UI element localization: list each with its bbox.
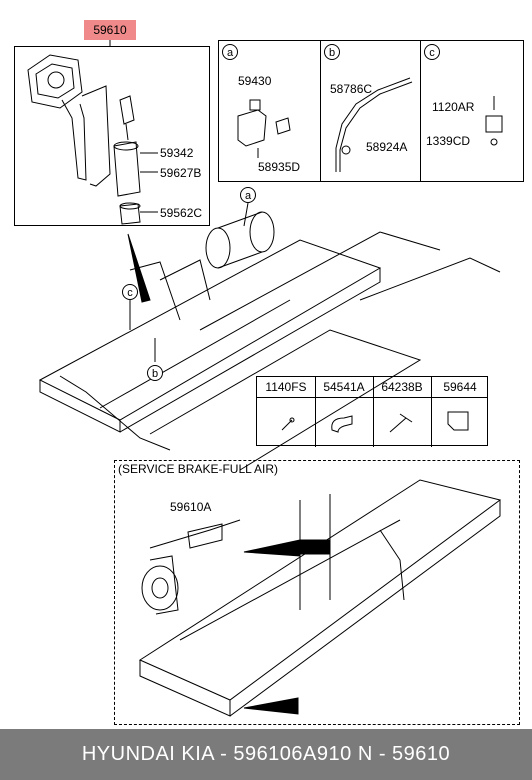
valve-assembly-sketch (27, 54, 158, 225)
inset-tag-a: a (222, 44, 238, 60)
air-tank-sketch (205, 211, 275, 269)
part-label-59342: 59342 (160, 146, 194, 160)
part-label-59610a: 59610A (170, 500, 212, 514)
inset-tag-b: b (324, 44, 340, 60)
chassis-frame (38, 231, 501, 471)
table-header-cell: 64238B (381, 380, 423, 394)
part-label-59627b: 59627B (160, 166, 202, 180)
part-label-1339cd: 1339CD (426, 134, 471, 148)
table-header-cell: 1140FS (265, 380, 307, 394)
inset-box (218, 40, 524, 182)
inset-divider (320, 40, 321, 182)
footer-part-number: HYUNDAI KIA - 596106A910 N - 59610 (0, 729, 532, 780)
callout-c: c (122, 284, 138, 300)
part-label-58786c: 58786C (330, 82, 373, 96)
small-parts-table: 1140FS 54541A 64238B 59644 (256, 376, 488, 447)
part-label-1120ar: 1120AR (432, 100, 475, 114)
inset-a-sketch (237, 99, 291, 158)
inset-tag-c: c (424, 44, 440, 60)
main-part-detail-box (14, 46, 210, 226)
inset-b-sketch (335, 77, 413, 172)
inset-divider (420, 40, 421, 182)
table-divider (315, 377, 316, 447)
table-header-cell: 59644 (443, 380, 477, 394)
service-section-title: (SERVICE BRAKE-FULL AIR) (118, 462, 279, 476)
service-valve-sketch (141, 519, 241, 615)
table-header-row (257, 377, 487, 398)
table-divider (431, 377, 432, 447)
part-label-59562c: 59562C (160, 206, 203, 220)
table-header-cell: 54541A (323, 380, 365, 394)
service-brake-section (114, 460, 520, 725)
inset-c-sketch (485, 96, 503, 146)
callout-a: a (240, 187, 256, 203)
main-part-tag: 59610 (84, 20, 136, 40)
part-label-58935d: 58935D (258, 160, 301, 174)
service-frame (138, 479, 502, 717)
table-divider (373, 377, 374, 447)
service-arrow (243, 539, 331, 715)
part-label-59430: 59430 (238, 74, 272, 88)
part-label-58924a: 58924A (366, 140, 408, 154)
small-parts-icons (281, 411, 469, 433)
callout-b: b (147, 365, 163, 381)
